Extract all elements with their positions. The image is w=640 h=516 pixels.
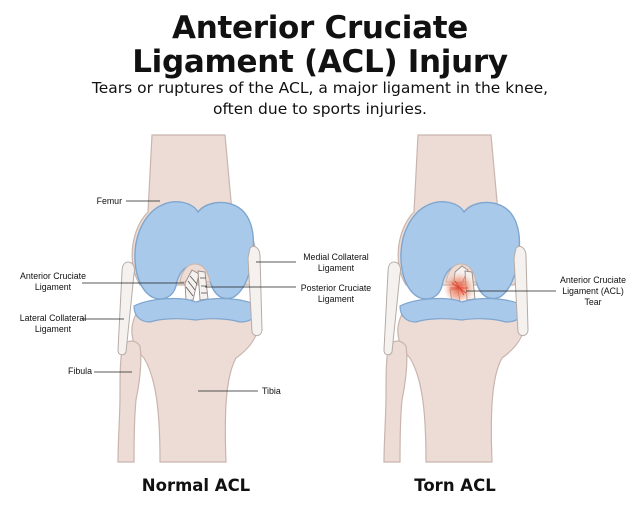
medial-collateral-ligament [247, 245, 263, 337]
caption-torn-acl: Torn ACL [414, 476, 496, 495]
title-line-2: Ligament (ACL) Injury [132, 44, 508, 80]
label-lcl: Lateral Collateral Ligament [19, 313, 87, 334]
caption-normal-acl: Normal ACL [141, 476, 251, 495]
femur-cartilage [134, 201, 255, 300]
label-fibula: Fibula [68, 366, 92, 376]
fibula-bone-torn [383, 340, 408, 463]
label-pcl: Posterior Cruciate Ligament [300, 283, 372, 304]
tibia-cartilage [133, 297, 259, 323]
lateral-collateral-ligament [117, 261, 135, 356]
fibula-bone [117, 340, 142, 463]
tibia-bone [131, 303, 259, 463]
femur-cartilage-torn [400, 201, 521, 300]
subtitle-line-2: often due to sports injuries. [213, 100, 427, 118]
label-mcl: Medial Collateral Ligament [303, 252, 369, 273]
tear-marks [450, 280, 468, 296]
tibia-cartilage-torn [399, 297, 525, 323]
lateral-collateral-ligament-torn [383, 261, 401, 356]
label-acl-tear: Anterior Cruciate Ligament (ACL) Tear [559, 275, 626, 307]
normal-knee [82, 134, 296, 463]
label-tibia: Tibia [262, 386, 281, 396]
title-line-1: Anterior Cruciate [172, 10, 468, 46]
torn-knee [383, 134, 556, 463]
tibia-bone-torn [397, 303, 525, 463]
anterior-cruciate-ligament [184, 269, 200, 301]
subtitle-line-1: Tears or ruptures of the ACL, a major li… [91, 79, 549, 97]
label-femur: Femur [96, 196, 122, 206]
label-acl: Anterior Cruciate Ligament [19, 271, 86, 292]
